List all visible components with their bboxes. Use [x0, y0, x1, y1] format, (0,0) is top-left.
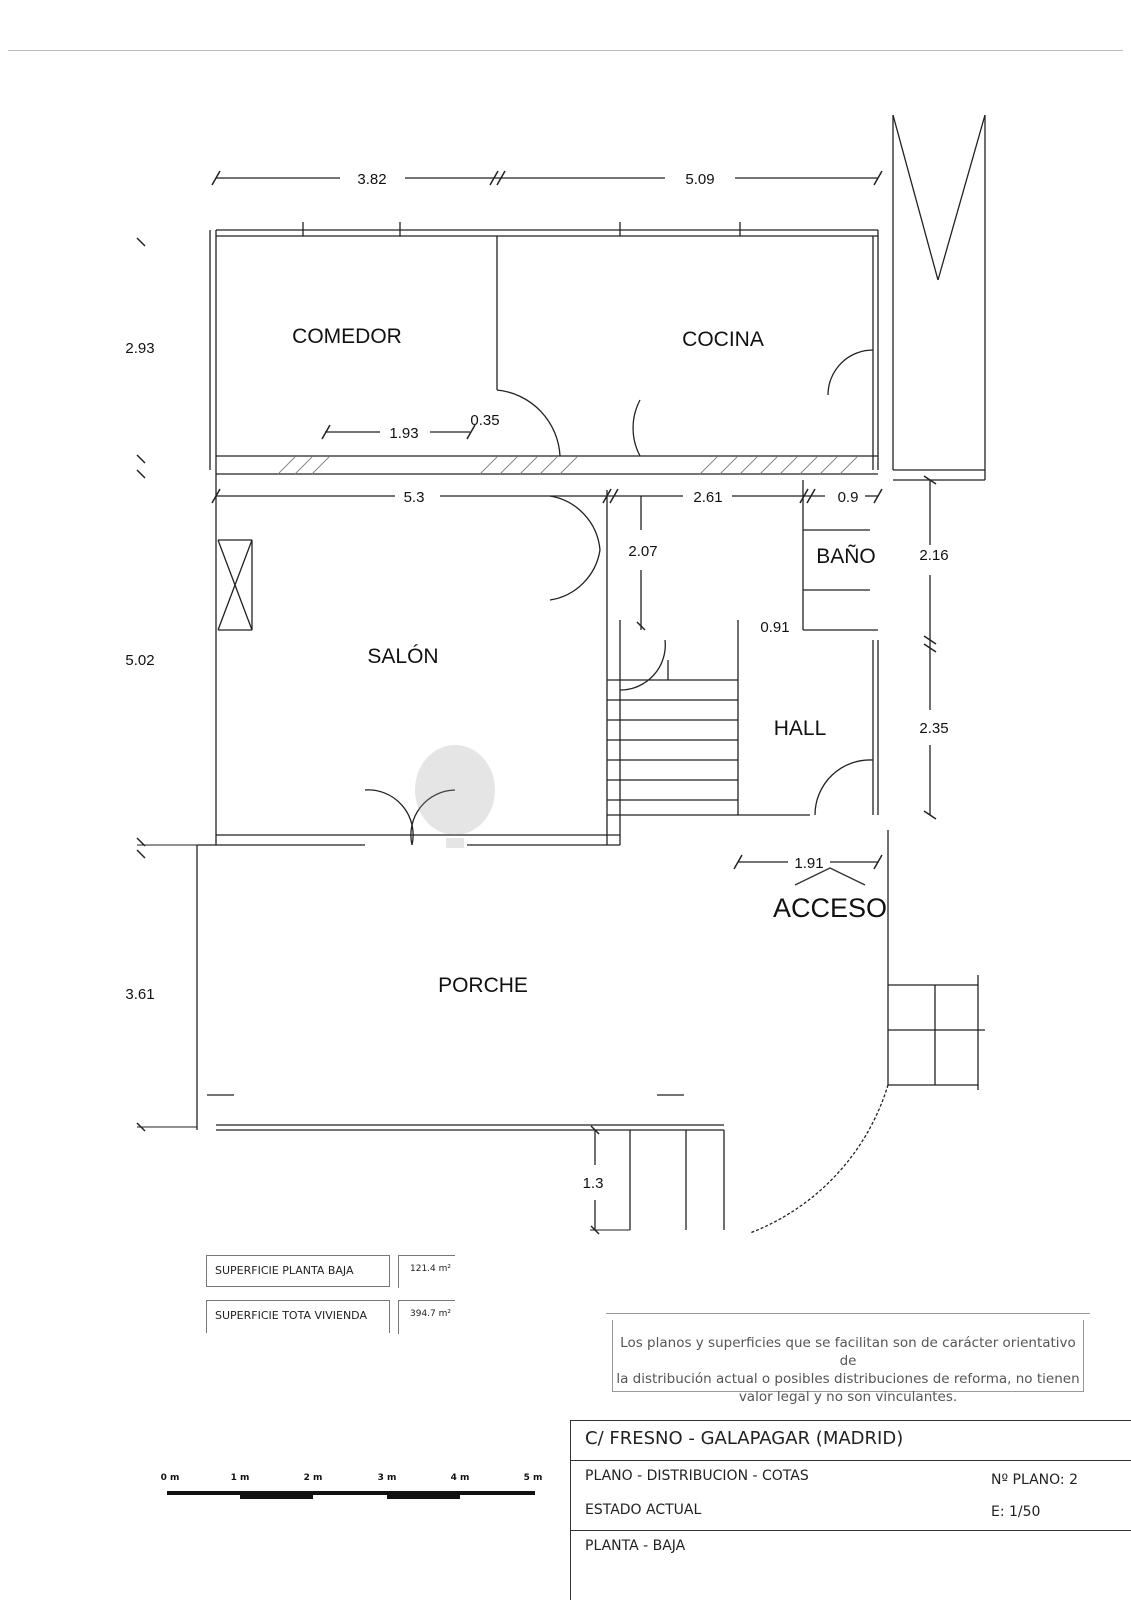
room-label-hall: HALL: [774, 717, 827, 740]
title-floor: PLANTA - BAJA: [585, 1538, 686, 1554]
dim-left-middle: 5.02: [125, 652, 154, 669]
dim-wall-035: 0.35: [470, 412, 499, 429]
disclaimer-line-3: valor legal y no son vinculantes.: [738, 1389, 958, 1405]
title-address: C/ FRESNO - GALAPAGAR (MADRID): [585, 1428, 904, 1449]
scale-tick-3: 3 m: [378, 1473, 397, 1483]
dim-left-upper: 2.93: [125, 340, 154, 357]
room-label-cocina: COCINA: [682, 328, 764, 351]
room-label-porche: PORCHE: [438, 974, 528, 997]
scale-tick-1: 1 m: [231, 1473, 250, 1483]
title-block-rule-3: [571, 1530, 1131, 1531]
dim-wall-193: 1.93: [389, 425, 418, 442]
room-label-bano: BAÑO: [816, 544, 876, 568]
dim-top-right: 5.09: [685, 171, 714, 188]
dim-hall-235: 2.35: [919, 720, 948, 737]
title-plan-number: Nº PLANO: 2: [991, 1472, 1078, 1488]
dim-mid-261: 2.61: [693, 489, 722, 506]
dim-bottom-13: 1.3: [583, 1175, 604, 1192]
title-plan-type: PLANO - DISTRIBUCION - COTAS: [585, 1468, 809, 1484]
dim-top-left: 3.82: [357, 171, 386, 188]
page-top-rule: [8, 50, 1123, 51]
dim-mid-53: 5.3: [404, 489, 425, 506]
dim-bano-216: 2.16: [919, 547, 948, 564]
surface-ground-value-frame: [398, 1255, 455, 1288]
scale-bar: 0 m 1 m 2 m 3 m 4 m 5 m: [161, 1473, 543, 1499]
scale-tick-0: 0 m: [161, 1473, 180, 1483]
title-scale: E: 1/50: [991, 1504, 1041, 1520]
balloon-watermark-icon: [415, 745, 495, 848]
disclaimer-line-2: la distribución actual o posibles distri…: [616, 1371, 1080, 1387]
title-state: ESTADO ACTUAL: [585, 1502, 702, 1518]
surface-total-label: SUPERFICIE TOTA VIVIENDA: [206, 1300, 390, 1333]
title-block-rule-1: [571, 1420, 1131, 1421]
access-arrow-icon: [794, 867, 866, 886]
surface-ground-value: 121.4 m²: [410, 1264, 452, 1274]
scale-tick-4: 4 m: [451, 1473, 470, 1483]
dim-access-191: 1.91: [794, 855, 823, 872]
dim-stair-207: 2.07: [628, 543, 657, 560]
disclaimer-line-1: Los planos y superficies que se facilita…: [620, 1335, 1076, 1369]
dim-left-lower: 3.61: [125, 986, 154, 1003]
surface-ground-label: SUPERFICIE PLANTA BAJA: [206, 1255, 390, 1287]
dim-mid-09: 0.9: [838, 489, 859, 506]
scale-tick-2: 2 m: [304, 1473, 323, 1483]
disclaimer-box: Los planos y superficies que se facilita…: [612, 1320, 1084, 1405]
room-label-comedor: COMEDOR: [292, 325, 402, 348]
access-label: ACCESO: [773, 893, 887, 923]
surface-total-value-frame: [398, 1300, 455, 1334]
scale-tick-5: 5 m: [524, 1473, 543, 1483]
title-block: C/ FRESNO - GALAPAGAR (MADRID) PLANO - D…: [570, 1420, 1131, 1600]
dim-bano-091: 0.91: [760, 619, 789, 636]
room-label-salon: SALÓN: [367, 645, 438, 668]
title-block-rule-2: [571, 1460, 1131, 1461]
disclaimer-rule: [606, 1313, 1090, 1314]
surface-total-value: 394.7 m²: [410, 1309, 452, 1319]
